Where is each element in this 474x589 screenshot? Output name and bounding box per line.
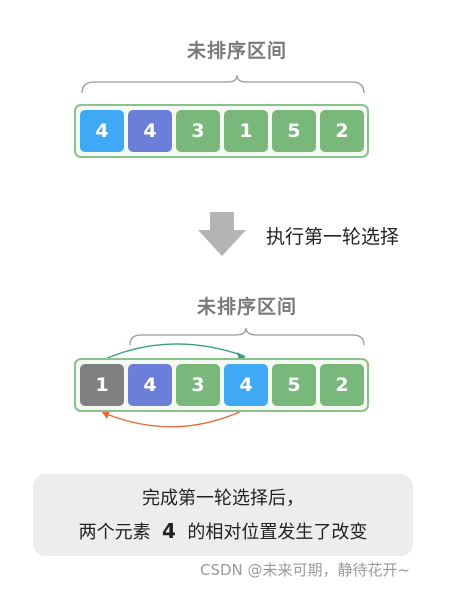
bottom-array-cell-value: 4 <box>239 374 253 396</box>
top-range-label: 未排序区间 <box>186 40 287 62</box>
top-array-cell-value: 3 <box>191 120 205 142</box>
top-array: 4 4 3 1 5 2 <box>74 104 369 158</box>
top-array-cell-value: 4 <box>143 120 157 142</box>
top-array-cell-value: 5 <box>287 120 301 142</box>
bottom-range-label: 未排序区间 <box>196 296 297 318</box>
swap-arrow-forward <box>102 343 245 361</box>
note-line-2: 两个元素 4 的相对位置发生了改变 <box>33 515 413 547</box>
bottom-array-cell-value: 5 <box>287 374 301 396</box>
step-label: 执行第一轮选择 <box>266 226 400 248</box>
top-array-cell: 5 <box>272 110 316 152</box>
top-array-cell: 2 <box>320 110 364 152</box>
bottom-array-cell: 4 <box>224 364 268 406</box>
bottom-array-cell: 2 <box>320 364 364 406</box>
top-array-cell: 4 <box>80 110 124 152</box>
bottom-array-cell-value: 4 <box>143 374 157 396</box>
bottom-array-cell: 5 <box>272 364 316 406</box>
note-line-2-suffix: 的相对位置发生了改变 <box>187 522 368 543</box>
bottom-array-cell: 3 <box>176 364 220 406</box>
watermark: CSDN @未来可期，静待花开~ <box>200 561 411 579</box>
top-array-cell: 4 <box>128 110 172 152</box>
top-array-cell-value: 2 <box>335 120 349 142</box>
note-line-1: 完成第一轮选择后， <box>142 488 304 509</box>
bottom-array-cell-value: 2 <box>335 374 349 396</box>
swap-arrow-backward <box>103 409 245 428</box>
bottom-array-cell-value: 1 <box>95 374 109 396</box>
top-array-cell-value: 4 <box>95 120 109 142</box>
swap-arrow-backward-head <box>101 411 110 419</box>
bottom-array-cell-value: 3 <box>191 374 205 396</box>
bottom-array-cell: 4 <box>128 364 172 406</box>
top-array-cell: 3 <box>176 110 220 152</box>
bottom-array: 1 4 3 4 5 2 <box>74 358 369 412</box>
note-highlight-value: 4 <box>162 519 176 543</box>
explanation-note: 完成第一轮选择后， 两个元素 4 的相对位置发生了改变 <box>33 474 413 556</box>
note-line-2-prefix: 两个元素 <box>78 522 151 543</box>
down-arrow-icon <box>198 212 246 256</box>
bottom-array-cell: 1 <box>80 364 124 406</box>
top-range-brace <box>81 74 365 94</box>
bottom-range-brace <box>129 327 365 346</box>
top-array-cell: 1 <box>224 110 268 152</box>
top-array-cell-value: 1 <box>239 120 253 142</box>
